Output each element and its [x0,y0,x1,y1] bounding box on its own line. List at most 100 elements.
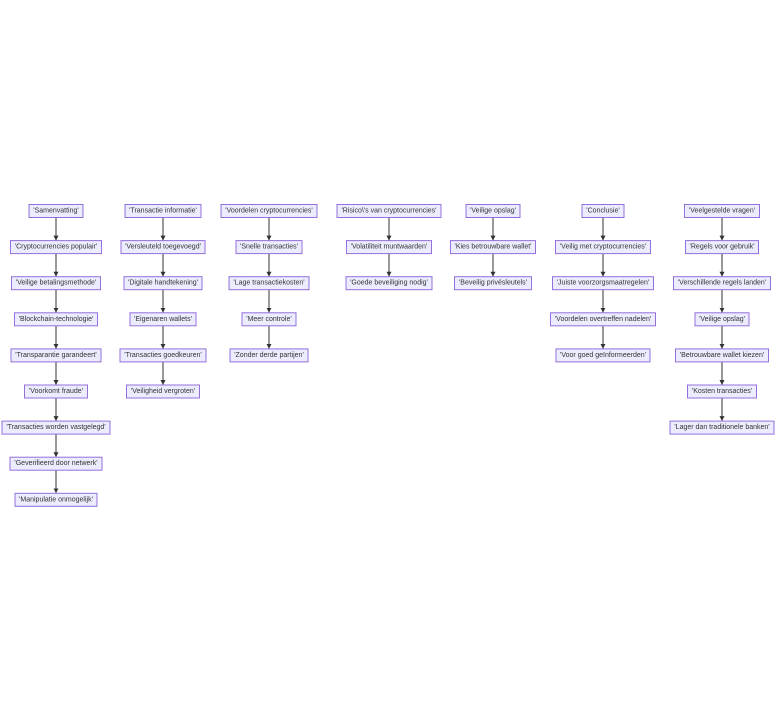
node-box [550,312,656,327]
flow-node: 'Cryptocurrencies populair' [10,240,102,255]
flow-node: 'Versleuteld toegevoegd' [120,240,206,255]
flow-node: 'Veelgestelde vragen' [684,204,760,218]
node-label: 'Blockchain-technologie' [19,316,94,323]
node-label: 'Volatiliteit muntwaarden' [351,244,428,251]
flow-node: 'Veilige opslag' [694,312,750,327]
flow-node: 'Meer controle' [241,312,297,327]
node-box [346,240,432,255]
flow-node: 'Veiligheid vergroten' [126,384,200,399]
node-box [228,276,310,291]
flow-node: 'Zonder derde partijen' [229,348,309,363]
node-label: 'Voordelen cryptocurrencies' [225,208,313,215]
flow-node: 'Beveilig privésleutels' [454,276,532,291]
node-box [581,204,625,218]
node-box [28,204,84,218]
flow-node: 'Voorkomt fraude' [24,384,88,399]
flow-node: 'Lager dan traditionele banken' [669,420,775,435]
flow-node: 'Transactie informatie' [124,204,202,218]
flow-node: 'Voor goed geïnformeerden' [555,348,651,363]
node-box [119,348,207,363]
flow-node: 'Transacties goedkeuren' [119,348,207,363]
node-box [9,456,103,471]
node-label: 'Verschillende regels landen' [678,280,766,287]
node-label: 'Voorkomt fraude' [29,388,83,395]
flow-node: 'Blockchain-technologie' [14,312,98,327]
node-box [555,240,651,255]
node-label: 'Kies betrouwbare wallet' [455,244,532,251]
flow-node: 'Digitale handtekening' [123,276,203,291]
node-box [129,312,197,327]
node-label: 'Voor goed geïnformeerden' [560,352,646,359]
flow-node: 'Goede beveiliging nodig' [345,276,433,291]
flow-node: 'Transparantie garandeert' [10,348,102,363]
node-label: 'Veilig met cryptocurrencies' [560,244,646,251]
edges-layer [53,217,725,494]
flow-node: 'Verschillende regels landen' [673,276,771,291]
node-box [450,240,536,255]
node-label: 'Zonder derde partijen' [234,352,304,359]
node-label: 'Eigenaren wallets' [134,316,192,323]
flow-node: 'Snelle transacties' [235,240,303,255]
node-label: 'Goede beveiliging nodig' [350,280,428,287]
node-box [694,312,750,327]
flow-node: 'Samenvatting' [28,204,84,218]
node-box [120,240,206,255]
node-box [552,276,654,291]
flow-node: 'Veilige betalingsmethode' [11,276,101,291]
flow-node: 'Conclusie' [581,204,625,218]
flow-node: 'Manipulatie onmogelijk' [14,492,98,507]
node-label: 'Geverifieerd door netwerk' [14,460,97,467]
nodes-layer: 'Samenvatting' 'Cryptocurrencies populair… [1,204,775,507]
node-box [126,384,200,399]
flow-node: 'Kosten transacties' [687,384,757,399]
node-box [555,348,651,363]
node-box [673,276,771,291]
node-label: 'Veilige opslag' [470,208,516,215]
node-box [123,276,203,291]
flow-node: 'Transacties worden vastgelegd' [1,420,111,435]
node-box [465,204,521,218]
flow-node: 'Volatiliteit muntwaarden' [346,240,432,255]
node-label: 'Samenvatting' [33,208,78,215]
flow-node: 'Veilig met cryptocurrencies' [555,240,651,255]
node-box [669,420,775,435]
flow-node: 'Risico\'s van cryptocurrencies' [336,204,442,218]
node-box [454,276,532,291]
node-box [220,204,318,218]
node-label: 'Transacties goedkeuren' [124,352,202,359]
flow-node: 'Veilige opslag' [465,204,521,218]
node-label: 'Lager dan traditionele banken' [674,424,769,431]
node-box [1,420,111,435]
node-label: 'Versleuteld toegevoegd' [125,244,201,251]
node-label: 'Conclusie' [586,208,619,215]
node-label: 'Veilige opslag' [699,316,745,323]
node-label: 'Meer controle' [246,316,291,323]
node-box [675,348,769,363]
node-label: 'Juiste voorzorgsmaatregelen' [557,280,650,287]
node-label: 'Veiligheid vergroten' [131,388,195,395]
flow-node: 'Voordelen cryptocurrencies' [220,204,318,218]
node-box [124,204,202,218]
flow-node: 'Voordelen overtreffen nadelen' [550,312,656,327]
node-box [24,384,88,399]
node-box [229,348,309,363]
node-box [11,276,101,291]
node-box [241,312,297,327]
flow-node: 'Betrouwbare wallet kiezen' [675,348,769,363]
node-label: 'Snelle transacties' [240,244,298,251]
node-label: 'Transparantie garandeert' [15,352,96,359]
node-box [14,312,98,327]
flow-node: 'Eigenaren wallets' [129,312,197,327]
node-label: 'Regels voor gebruik' [690,244,755,251]
node-box [10,348,102,363]
node-label: 'Transacties worden vastgelegd' [6,424,105,431]
flow-node: 'Regels voor gebruik' [685,240,759,255]
node-box [10,240,102,255]
node-box [235,240,303,255]
flow-node: 'Juiste voorzorgsmaatregelen' [552,276,654,291]
node-box [345,276,433,291]
node-label: 'Transactie informatie' [129,208,197,215]
node-label: 'Risico\'s van cryptocurrencies' [341,208,436,215]
node-box [687,384,757,399]
